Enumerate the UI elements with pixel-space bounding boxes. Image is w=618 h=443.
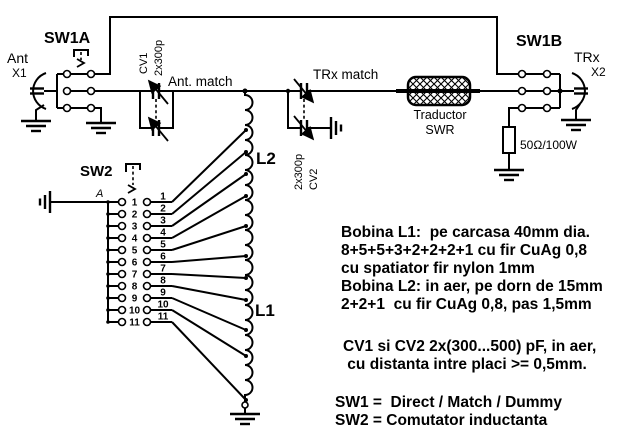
switch-sw1b <box>517 69 574 113</box>
cv1-name-label: CV1 <box>138 53 150 74</box>
l2-label: L2 <box>256 149 276 168</box>
x2-ref-label: X2 <box>591 65 606 79</box>
sw2-position-number: 4 <box>132 234 138 245</box>
sw2-position-row: 11 11 <box>106 312 248 402</box>
sw2-position-number: 5 <box>132 246 138 257</box>
dummy-load-label: 50Ω/100W <box>520 138 578 152</box>
sw2-position-row: 77 <box>106 264 248 281</box>
sw2-position-number: 10 <box>129 306 141 317</box>
sw2-position-number: 7 <box>160 264 166 275</box>
coil-notes: Bobina L1: pe carcasa 40mm dia. 8+5+5+3+… <box>341 224 603 313</box>
sw2-position-row: 55 <box>106 224 248 257</box>
sw2-position-number: 11 <box>158 312 169 323</box>
antenna-connector-x1 <box>21 72 57 133</box>
coil-tap-wire <box>171 297 247 331</box>
x1-ref-label: X1 <box>12 66 27 80</box>
coil-l1-l2 <box>230 91 260 426</box>
capacitor-cv1 <box>139 79 174 142</box>
sw2-position-number: 4 <box>160 228 166 239</box>
note-line: Bobina L2: in aer, pe dorn de 15mm <box>341 278 603 295</box>
sw1b-label: SW1B <box>516 33 562 50</box>
switch-sw1a <box>56 49 116 135</box>
coil-tap-wire <box>171 309 247 357</box>
ant-match-label: Ant. match <box>168 74 233 89</box>
trx-label: TRx <box>574 49 600 65</box>
sw2-position-number: 6 <box>160 252 166 263</box>
note-line: cu spatiator fir nylon 1mm <box>341 260 535 277</box>
sw2-actuator-icon <box>125 163 141 194</box>
sw2-position-row: 99 <box>106 288 248 332</box>
sw2-position-row: 66 <box>106 252 248 269</box>
sw2-position-number: 1 <box>160 192 166 203</box>
sw2-position-number: 11 <box>129 318 140 329</box>
ground-symbol <box>494 168 524 182</box>
swr-label-line1: Traductor <box>413 108 466 122</box>
sw2-position-number: 3 <box>132 222 138 233</box>
sw2-label: SW2 <box>80 163 113 180</box>
sw1a-label: SW1A <box>44 30 91 47</box>
sw2-position-number: 8 <box>160 276 166 287</box>
sw2-position-number: 5 <box>160 240 166 251</box>
sw2-position-row: 44 <box>106 194 248 245</box>
note-line: Bobina L1: pe carcasa 40mm dia. <box>341 224 590 241</box>
sw2-ground-input <box>38 191 108 213</box>
ground-symbol <box>230 412 260 426</box>
ground-symbol <box>561 118 591 132</box>
sw2-position-number: 8 <box>132 282 138 293</box>
trx-match-label: TRx match <box>313 67 378 82</box>
coil-tap-wire <box>171 225 247 251</box>
ground-symbol <box>38 191 52 213</box>
capacitor-notes: CV1 si CV2 2x(300...500) pF, in aer, cu … <box>343 338 596 373</box>
sw2-position-number: 3 <box>160 216 166 227</box>
coil-tap-wire <box>171 129 247 203</box>
sw2-position-number: 9 <box>160 288 166 299</box>
bypass-wire <box>95 16 518 75</box>
sw2-position-row: 22 <box>106 150 248 221</box>
sw2-position-number: 1 <box>132 198 138 209</box>
note-line: cu distanta intre placi >= 0,5mm. <box>343 356 587 373</box>
sw2-position-row: 10 10 <box>106 300 248 358</box>
dummy-load-resistor <box>494 107 524 182</box>
coil-tap-wire <box>171 321 247 401</box>
note-line: 8+5+5+3+2+2+2+1 cu fir CuAg 0,8 <box>341 242 587 259</box>
sw2-position-number: 2 <box>132 210 138 221</box>
ground-symbol <box>329 117 343 139</box>
cv2-name-label: CV2 <box>308 169 320 190</box>
cv1-value-label: 2x300p <box>153 40 165 76</box>
trx-connector-x2 <box>561 72 591 132</box>
sw2-position-number: 10 <box>157 300 169 311</box>
sw2-position-number: 7 <box>132 270 138 281</box>
sw2-position-row: 33 <box>106 172 248 233</box>
capacitor-cv2 <box>285 78 343 141</box>
note-line: CV1 si CV2 2x(300...500) pF, in aer, <box>343 338 596 355</box>
l1-label: L1 <box>255 301 275 320</box>
coil-tap-wire <box>171 273 247 279</box>
note-line: SW1 = Direct / Match / Dummy <box>335 394 562 411</box>
sw2-common-label: A <box>95 188 103 200</box>
swr-label-line2: SWR <box>425 123 454 137</box>
ground-symbol <box>21 119 51 133</box>
switch-notes: SW1 = Direct / Match / Dummy SW2 = Comut… <box>335 394 562 429</box>
coil-tap-wire <box>171 285 247 301</box>
coil-tap-wire <box>171 151 247 215</box>
sw2-position-row: 11 <box>106 128 248 209</box>
note-line: 2+2+1 cu fir CuAg 0,8, pas 1,5mm <box>341 296 592 313</box>
ant-label: Ant <box>7 50 28 66</box>
cv2-value-label: 2x300p <box>293 154 305 190</box>
sw1a-actuator-icon <box>73 49 89 68</box>
sw2-position-row: 88 <box>106 276 248 302</box>
sw2-position-number: 2 <box>160 204 166 215</box>
coil-tap-wire <box>171 255 247 263</box>
coil-tap-wire <box>171 173 247 227</box>
swr-transducer <box>396 75 480 107</box>
note-line: SW2 = Comutator inductanta <box>335 412 548 429</box>
sw2-position-number: 9 <box>132 294 138 305</box>
ground-symbol <box>86 121 116 135</box>
coil-tap-wire <box>171 195 247 239</box>
sw2-position-number: 6 <box>132 258 138 269</box>
